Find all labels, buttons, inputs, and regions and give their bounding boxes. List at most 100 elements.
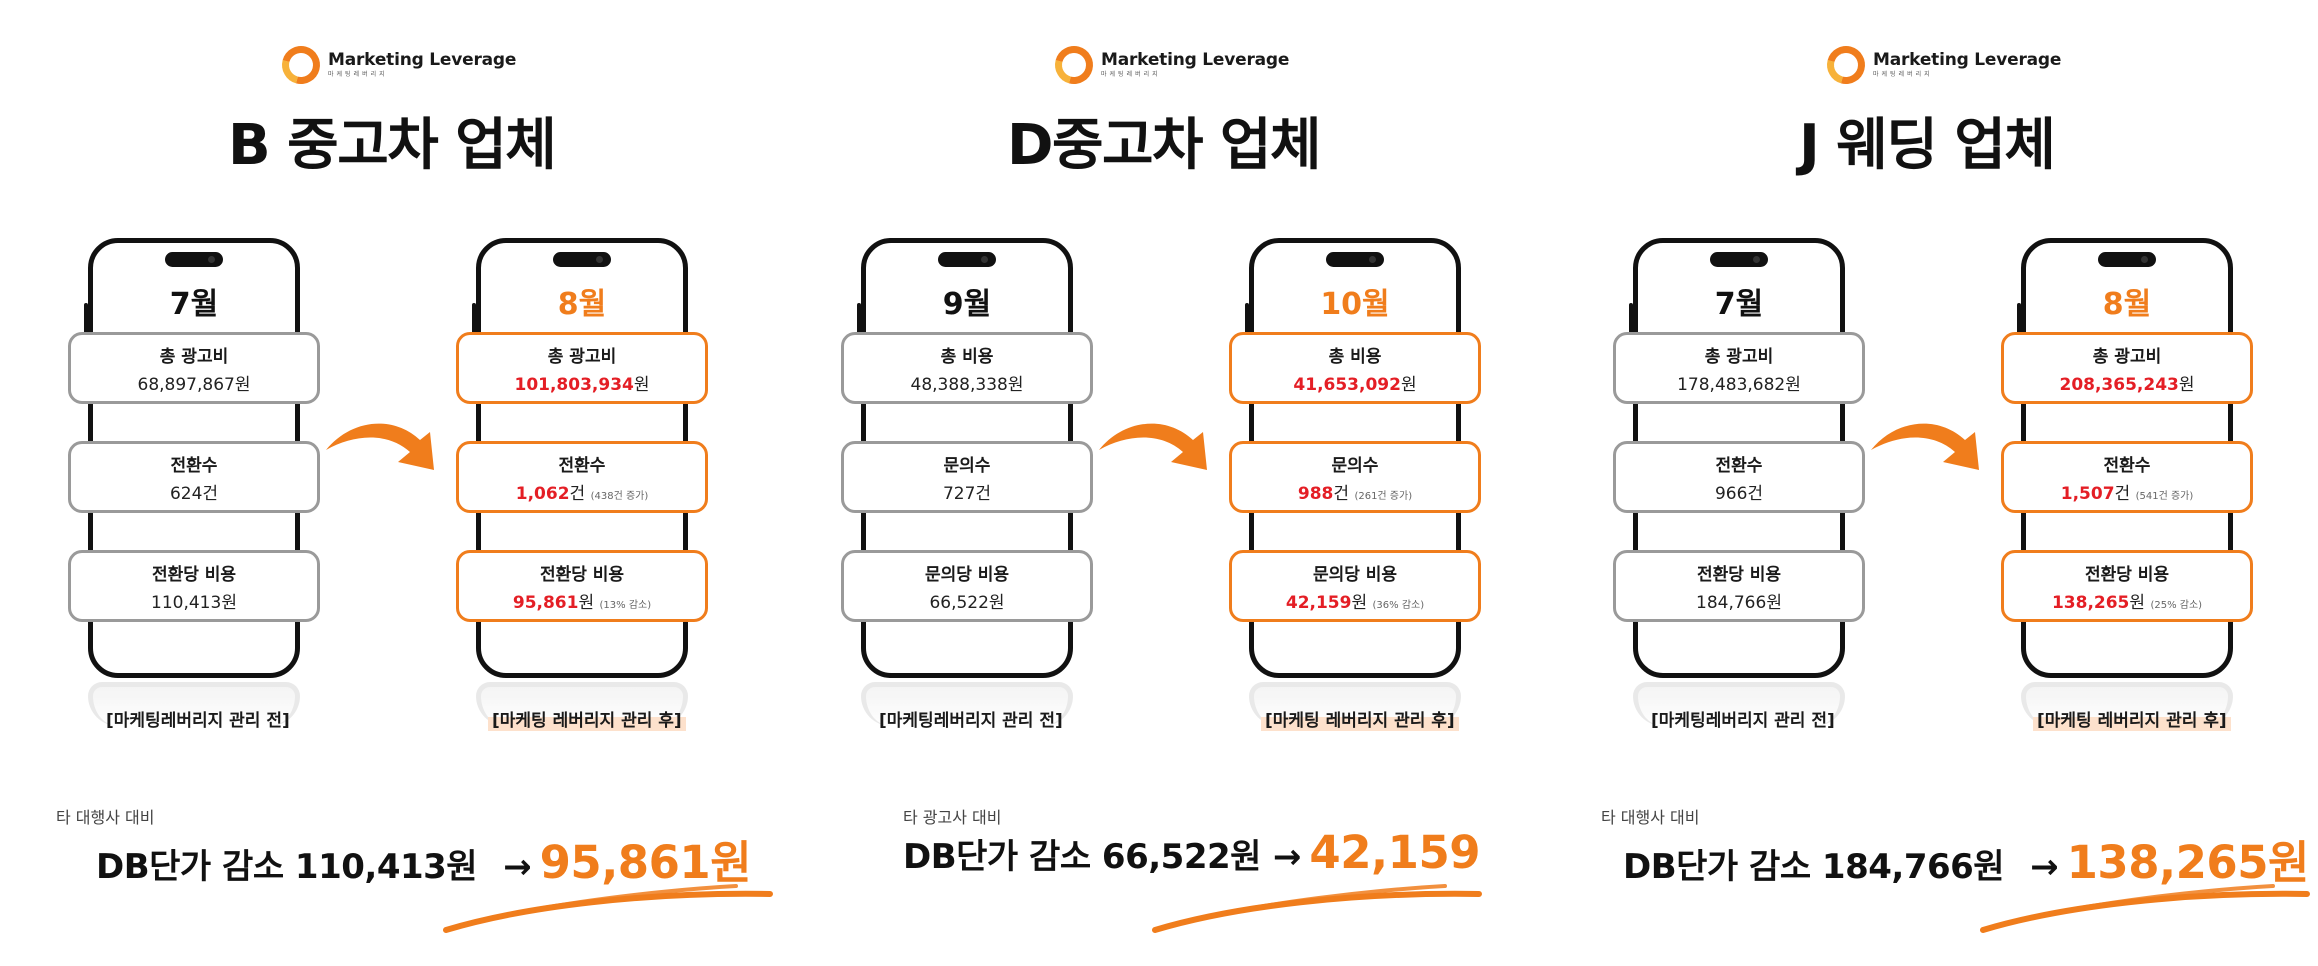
brand-logo: Marketing Leverage 마케팅레버리지 xyxy=(1820,39,2062,91)
underline-swoosh xyxy=(1980,884,2310,933)
metric-label: 문의수 xyxy=(943,455,991,476)
metric-card: 전환수 1,062건 (438건 증가) xyxy=(456,441,708,513)
brand-sub: 마케팅레버리지 xyxy=(1101,71,1161,78)
metric-label: 문의당 비용 xyxy=(1312,564,1398,585)
right-arrow-icon: → xyxy=(1272,837,1302,877)
metric-card: 문의수 988건 (261건 증가) xyxy=(1229,441,1481,513)
metric-value: 101,803,934 xyxy=(514,374,634,395)
metric-note: (13% 감소) xyxy=(599,599,652,611)
metric-unit: 원 xyxy=(988,592,1005,613)
phone-notch xyxy=(1326,252,1384,267)
metric-unit: 원 xyxy=(578,592,595,613)
metric-label: 총 광고비 xyxy=(159,346,229,367)
panel-b-used-car: Marketing Leverage 마케팅레버리지 B 중고차 업체 7월 총… xyxy=(0,0,773,966)
right-arrow-icon: → xyxy=(2030,847,2059,887)
curved-arrow-icon xyxy=(1871,423,1979,470)
caption-after: [마케팅 레버리지 관리 후] xyxy=(1261,706,1459,731)
metric-value: 727 xyxy=(942,483,976,504)
brand-mark-icon xyxy=(275,39,327,91)
metric-note: (438건 증가) xyxy=(590,490,649,502)
caption-before: [마케팅레버리지 관리 전] xyxy=(106,711,290,731)
brand-logo: Marketing Leverage 마케팅레버리지 xyxy=(275,39,517,91)
brand-mark-icon xyxy=(1048,39,1100,91)
metric-value: 68,897,867 xyxy=(137,374,235,395)
metric-label: 전환수 xyxy=(170,455,218,476)
metric-card: 총 광고비 68,897,867원 xyxy=(68,332,320,404)
metric-value: 966 xyxy=(1714,483,1748,504)
metric-label: 문의수 xyxy=(1331,455,1379,476)
metric-unit: 건 xyxy=(2114,483,2131,504)
metric-value: 110,413 xyxy=(151,592,222,613)
metric-card: 문의당 비용 66,522원 xyxy=(841,550,1093,622)
metric-unit: 원 xyxy=(221,592,237,613)
metric-value: 624 xyxy=(169,483,203,504)
comparison-label: 타 광고사 대비 xyxy=(903,808,1002,827)
panel-j-wedding: Marketing Leverage 마케팅레버리지 J 웨딩 업체 7월 총 … xyxy=(1545,0,2317,966)
metric-label: 전환당 비용 xyxy=(2084,564,2170,585)
metric-value: 42,159 xyxy=(1285,592,1352,613)
phone-reflection xyxy=(88,682,300,726)
metric-label: 전환수 xyxy=(558,455,606,476)
metric-label: 총 비용 xyxy=(940,346,994,367)
metric-value: 988 xyxy=(1297,483,1334,504)
metric-card: 총 광고비 208,365,243원 xyxy=(2001,332,2253,404)
brand-sub: 마케팅레버리지 xyxy=(1873,71,1933,78)
metric-card: 문의수 727건 xyxy=(841,441,1093,513)
month-after: 8월 xyxy=(557,287,607,322)
panel-title: J 웨딩 업체 xyxy=(1799,113,2056,178)
metric-label: 전환당 비용 xyxy=(1696,564,1782,585)
comparison-label: 타 대행사 대비 xyxy=(1601,808,1700,827)
metric-label: 총 광고비 xyxy=(2092,346,2162,367)
metric-unit: 원 xyxy=(2129,592,2146,613)
metric-card: 전환수 966건 xyxy=(1613,441,1865,513)
metric-value: 66,522 xyxy=(929,592,989,613)
brand-sub: 마케팅레버리지 xyxy=(328,71,388,78)
metric-unit: 원 xyxy=(2178,374,2195,395)
phone-reflection xyxy=(1633,682,1845,726)
metric-label: 전환당 비용 xyxy=(539,564,625,585)
comparison-text: DB단가 감소 66,522원 xyxy=(903,837,1261,877)
underline-swoosh xyxy=(1152,884,1482,933)
month-after: 10월 xyxy=(1320,287,1390,322)
metric-unit: 원 xyxy=(1007,374,1024,395)
metric-label: 총 광고비 xyxy=(1704,346,1774,367)
brand-mark-icon xyxy=(1820,39,1872,91)
brand-name: Marketing Leverage xyxy=(1873,50,2062,70)
metric-note: (36% 감소) xyxy=(1372,599,1425,611)
panel-title: D중고차 업체 xyxy=(1007,113,1322,178)
caption-before: [마케팅레버리지 관리 전] xyxy=(879,711,1063,731)
comparison-label: 타 대행사 대비 xyxy=(56,808,155,827)
metric-label: 전환수 xyxy=(2103,455,2151,476)
metric-note: (25% 감소) xyxy=(2150,599,2203,611)
caption-after: [마케팅 레버리지 관리 후] xyxy=(488,706,686,731)
underline-swoosh xyxy=(443,884,773,933)
metric-unit: 건 xyxy=(1333,483,1350,504)
caption-after: [마케팅 레버리지 관리 후] xyxy=(2033,706,2231,731)
metric-unit: 원 xyxy=(633,374,650,395)
brand-name: Marketing Leverage xyxy=(1101,50,1290,70)
comparison-line: DB단가 감소 110,413원 → 95,861원 xyxy=(96,826,752,891)
metric-card: 전환당 비용 184,766원 xyxy=(1613,550,1865,622)
metric-unit: 원 xyxy=(1785,374,1801,395)
metric-card: 전환당 비용 95,861원 (13% 감소) xyxy=(456,550,708,622)
month-after: 8월 xyxy=(2102,287,2152,322)
brand-name: Marketing Leverage xyxy=(328,50,517,70)
curved-arrow-icon xyxy=(1099,423,1207,470)
metric-label: 전환당 비용 xyxy=(151,564,237,585)
metric-value: 208,365,243 xyxy=(2059,374,2179,395)
panel-d-used-car: Marketing Leverage 마케팅레버리지 D중고차 업체 9월 총 … xyxy=(773,0,1545,966)
metric-value: 41,653,092 xyxy=(1293,374,1401,395)
metric-card: 전환수 1,507건 (541건 증가) xyxy=(2001,441,2253,513)
metric-value: 178,483,682 xyxy=(1677,374,1786,395)
phone-notch xyxy=(938,252,996,267)
metric-value: 95,861 xyxy=(512,592,579,613)
brand-logo: Marketing Leverage 마케팅레버리지 xyxy=(1048,39,1290,91)
phone-notch xyxy=(165,252,223,267)
metric-label: 전환수 xyxy=(1715,455,1763,476)
phone-reflection xyxy=(861,682,1073,726)
metric-unit: 건 xyxy=(975,483,992,504)
metric-value: 184,766 xyxy=(1696,592,1767,613)
panel-title: B 중고차 업체 xyxy=(228,113,557,178)
metric-value: 48,388,338 xyxy=(910,374,1008,395)
comparison-line: DB단가 감소 66,522원 → 42,159 xyxy=(903,826,1481,879)
